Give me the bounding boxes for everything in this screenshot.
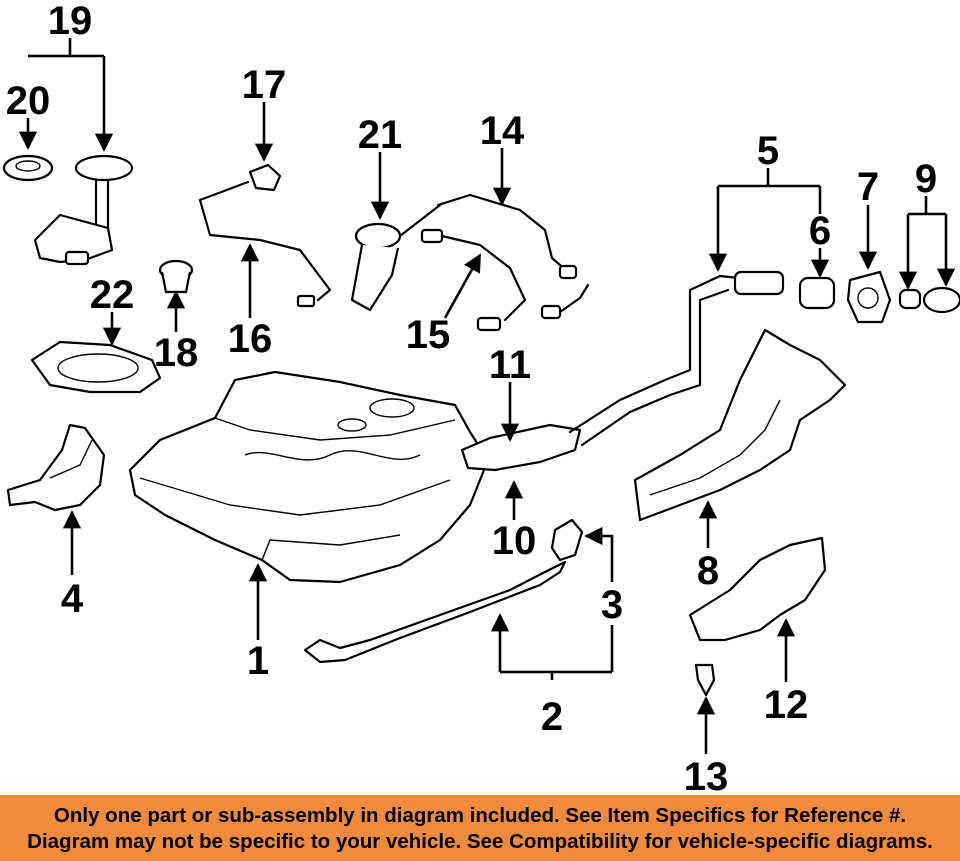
filler-cap-seal-drawing	[798, 276, 836, 310]
lower-shield-drawing	[688, 536, 827, 642]
callout-8: 8	[697, 549, 719, 593]
callout-16: 16	[228, 317, 273, 361]
callout-12: 12	[764, 683, 809, 727]
fuel-hose-lower-drawing	[420, 228, 527, 332]
fuel-tank-drawing	[128, 370, 490, 584]
fuel-pump-cover-drawing	[30, 340, 162, 394]
callout-6: 6	[809, 209, 831, 253]
filler-cap-drawing	[898, 286, 960, 314]
fuel-hose-upper-drawing	[436, 193, 590, 320]
callout-22: 22	[90, 273, 135, 317]
fuel-tank-strap-drawing	[303, 518, 584, 664]
fuel-level-sensor-drawing	[248, 163, 282, 192]
fuel-pump-gasket-drawing	[2, 154, 54, 182]
callout-2: 2	[541, 695, 563, 739]
fuel-system-parts-diagram: 19 20 17 21 14 5 6 7 9 22 18 16 15 11 10…	[2, 0, 960, 795]
callout-11: 11	[489, 343, 531, 387]
callout-7: 7	[857, 165, 879, 209]
filler-housing-drawing	[846, 270, 892, 324]
filler-pipe-shield-drawing	[633, 328, 847, 522]
callout-19: 19	[48, 0, 93, 43]
callout-21: 21	[358, 113, 403, 157]
callout-1: 1	[247, 639, 269, 683]
callout-5: 5	[757, 129, 779, 173]
tank-bracket-drawing	[6, 423, 106, 512]
fuel-pump-module-drawing	[350, 203, 442, 312]
fuel-filter-cap-drawing	[158, 259, 194, 294]
sensor-harness-drawing	[198, 180, 332, 308]
disclaimer-banner: Only one part or sub-assembly in diagram…	[0, 795, 960, 861]
callout-15: 15	[406, 313, 451, 357]
callout-4: 4	[61, 577, 84, 621]
disclaimer-line-2: Diagram may not be specific to your vehi…	[27, 830, 933, 853]
callout-17: 17	[242, 63, 287, 107]
callout-18: 18	[154, 331, 199, 375]
disclaimer-line-1: Only one part or sub-assembly in diagram…	[53, 804, 907, 827]
callout-9: 9	[915, 157, 937, 201]
callout-3: 3	[601, 583, 623, 627]
callout-14: 14	[480, 109, 525, 153]
leader-lines	[18, 38, 956, 754]
callout-20: 20	[6, 79, 51, 123]
callout-numbers: 19 20 17 21 14 5 6 7 9 22 18 16 15 11 10…	[6, 0, 937, 795]
clip-drawing	[694, 663, 716, 697]
callout-10: 10	[492, 519, 537, 563]
callout-13: 13	[684, 755, 729, 795]
